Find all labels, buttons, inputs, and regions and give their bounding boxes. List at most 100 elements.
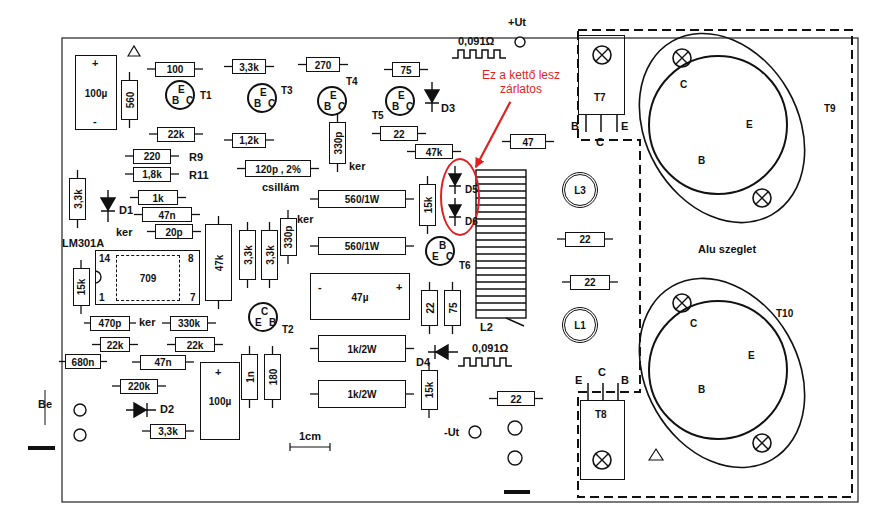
component-lead [452,282,453,290]
component-lead [406,198,414,199]
resistor-box: 560 [121,80,138,120]
component-lead [195,68,203,69]
part-marking: 14 [99,253,110,264]
component-lead [337,164,338,172]
capacitor-box: 47µ [310,273,410,320]
value-text: 75 [447,302,458,313]
part-marking: B [269,317,276,328]
board-marking: Alu szeglet [698,243,756,255]
component-lead [195,133,203,134]
component-lead [147,68,155,69]
part-marking: T9 [824,103,836,114]
resistor-box: 47k [205,224,232,301]
resistor-box: 220 [133,149,171,164]
part-marking: B [392,101,399,112]
resistor-box: 22 [380,126,418,141]
value-text: 330p [283,226,294,249]
component-lead [134,214,142,215]
component-lead [557,238,565,239]
diode-symbol [101,190,115,222]
value-text: 680n [72,356,95,367]
part-marking: T6 [459,260,471,271]
capacitor-box: 20p [155,224,193,239]
transistor-outline: EBCT3 [247,83,277,113]
resistor-box: 22k [175,337,215,352]
component-lead [80,260,81,268]
component-lead [406,245,414,246]
transistor-body: T7 [578,35,625,115]
diode-symbol [425,82,439,112]
resistor-box: 220k [120,379,158,394]
part-marking: E [255,317,262,328]
value-text: 470p [99,318,122,329]
part-marking: B [172,95,179,106]
diode-symbol [449,198,461,226]
part-marking: 7 [190,292,196,303]
part-marking: E [746,119,753,130]
board-marking: B [571,120,579,132]
heatsink-outline [578,30,852,497]
component-lead [269,222,270,230]
diode-symbol [101,198,115,210]
part-marking: E [330,90,337,101]
capacitor-box: 330p [329,122,346,164]
board-marking: ker [139,316,156,328]
highlight-ellipse: D5D6 [440,158,480,236]
component-lead [132,361,140,362]
value-text: 22k [187,339,204,350]
diode-symbol [449,174,461,185]
value-text: 330p [332,132,343,155]
part-marking: B [439,240,446,251]
part-marking: E [748,350,755,361]
component-lead [453,151,461,152]
value-text: 1,2k [239,135,258,146]
component-lead [218,301,219,309]
board-marking: + [92,57,98,69]
shunt-resistor [452,50,506,58]
board-marking: C [596,136,604,148]
component-lead [130,197,138,198]
component-lead [224,139,232,140]
component-lead [167,344,175,345]
component-lead [130,344,138,345]
transistor-body: T8 [580,400,625,480]
part-marking: T2 [282,324,294,335]
value-text: 22 [424,302,435,313]
component-lead [310,245,318,246]
component-lead [186,430,194,431]
part-marking: E [432,251,439,262]
part-marking: C [186,95,193,106]
part-marking: T3 [281,85,293,96]
diode-symbol [425,90,439,102]
component-lead [237,168,245,169]
resistor-box: 22 [565,232,605,247]
component-lead [287,256,288,264]
transistor-outline: EBCT6 [425,236,455,266]
diode-symbol [449,166,461,194]
component-lead [272,400,273,408]
part-marking: B [254,98,261,109]
value-text: 1k [152,192,163,203]
resistor-box: 3,3k [239,230,256,280]
resistor-box: 560/1W [318,190,406,208]
transistor-outline: EBCT4 [317,86,347,116]
component-lead [249,400,250,408]
capacitor-box: 120p , 2% [245,160,311,177]
value-text: 220k [128,381,150,392]
capacitor-box: 47n [140,355,186,370]
diode-symbol [436,345,448,359]
component-lead [247,280,248,288]
component-lead [218,216,219,224]
resistor-box: 100 [155,62,195,77]
callout-arrow [476,102,511,168]
component-lead [406,393,414,394]
component-lead [247,222,248,230]
component-lead [125,155,133,156]
component-lead [215,344,223,345]
capacitor-box: 680n [65,354,101,369]
scale-bar [290,443,330,451]
board-marking: D2 [160,403,174,415]
resistor-box: 3,3k [232,59,266,74]
resistor-box: 1k/2W [318,335,406,362]
component-lead [272,346,273,354]
